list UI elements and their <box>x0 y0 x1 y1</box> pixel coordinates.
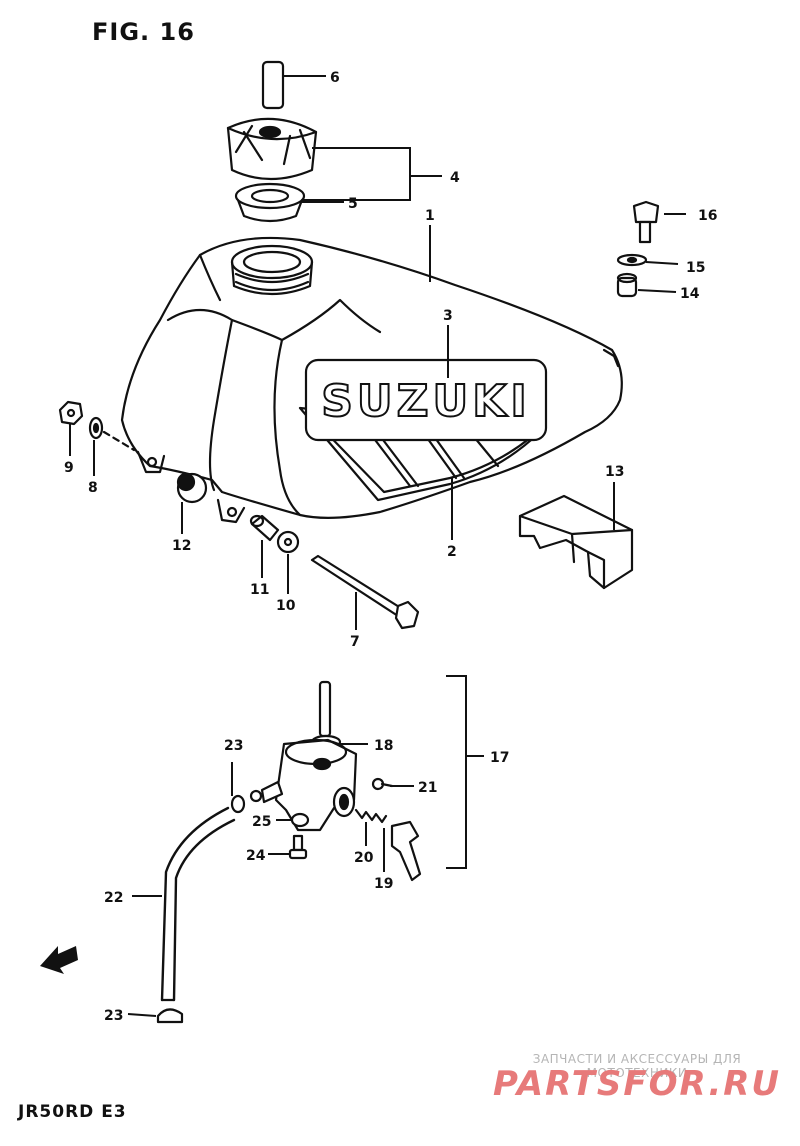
screw-24-part <box>288 834 308 860</box>
grommet-12-part <box>176 472 208 504</box>
callout-15: 15 <box>686 260 705 276</box>
bolt-16-part <box>632 200 660 244</box>
collar-14-part <box>616 272 638 298</box>
lever-19-part <box>390 820 422 882</box>
leader-dash-8 <box>102 430 136 452</box>
leader-lines <box>69 75 686 1017</box>
callout-7: 7 <box>350 634 360 650</box>
callout-23-top: 23 <box>224 738 243 754</box>
watermark-tagline: ЗАПЧАСТИ И АКСЕССУАРЫ ДЛЯ МОТОТЕХНИКИ <box>532 1052 742 1080</box>
callout-19: 19 <box>374 876 393 892</box>
washer-15-part <box>616 253 648 267</box>
suzuki-emblem-text: SUZUKI <box>321 376 531 427</box>
long-bolt-7-part <box>310 554 420 630</box>
washer-25-part <box>290 812 310 828</box>
callout-6: 6 <box>330 70 340 86</box>
callout-2: 2 <box>447 544 457 560</box>
callout-22: 22 <box>104 890 123 906</box>
leader-23-bottom <box>127 1013 157 1017</box>
callout-13: 13 <box>605 464 624 480</box>
washer-10-part <box>276 530 300 554</box>
leader-4-5 <box>302 147 411 201</box>
rubber-mount-part <box>518 494 634 590</box>
emblem-part <box>304 358 548 442</box>
fuel-hose-part <box>160 806 236 1002</box>
callout-8: 8 <box>88 480 98 496</box>
callout-25: 25 <box>252 814 271 830</box>
callout-17: 17 <box>490 750 509 766</box>
callout-14: 14 <box>680 286 700 302</box>
callout-1: 1 <box>425 208 435 224</box>
hose-clip-upper-part <box>230 794 246 814</box>
callout-23-bottom: 23 <box>104 1008 123 1024</box>
callout-12: 12 <box>172 538 191 554</box>
callout-11: 11 <box>250 582 269 598</box>
callout-labels: 6 4 5 1 3 2 16 15 14 13 9 8 12 11 10 7 1… <box>64 70 717 1024</box>
callout-4: 4 <box>450 170 460 186</box>
callout-9: 9 <box>64 460 74 476</box>
callout-20: 20 <box>354 850 374 866</box>
bracket-17 <box>446 675 467 869</box>
callout-18: 18 <box>374 738 393 754</box>
fuel-cap-part <box>226 117 318 181</box>
cap-gasket-part <box>234 182 306 223</box>
callout-24: 24 <box>246 848 266 864</box>
callout-21: 21 <box>418 780 437 796</box>
callout-16: 16 <box>698 208 717 224</box>
front-arrow-icon <box>40 946 78 974</box>
leader-15 <box>645 261 679 265</box>
spring-20-part <box>354 808 388 824</box>
callout-3: 3 <box>443 308 453 324</box>
figure-title: FIG. 16 <box>92 18 195 46</box>
callout-5: 5 <box>348 196 358 212</box>
nut-9-part <box>58 400 84 426</box>
breather-tube-part <box>261 60 285 110</box>
collar-11-part <box>249 514 280 542</box>
screw-21-part <box>371 777 394 791</box>
fuel-cock-part <box>249 680 358 832</box>
leader-14 <box>637 289 677 293</box>
watermark-site: PARTSFOR.RU <box>492 1064 782 1104</box>
washer-8-part <box>88 416 104 440</box>
callout-10: 10 <box>276 598 296 614</box>
hose-clip-lower-part <box>156 1008 184 1024</box>
model-code: JR50RD E3 <box>18 1102 127 1122</box>
